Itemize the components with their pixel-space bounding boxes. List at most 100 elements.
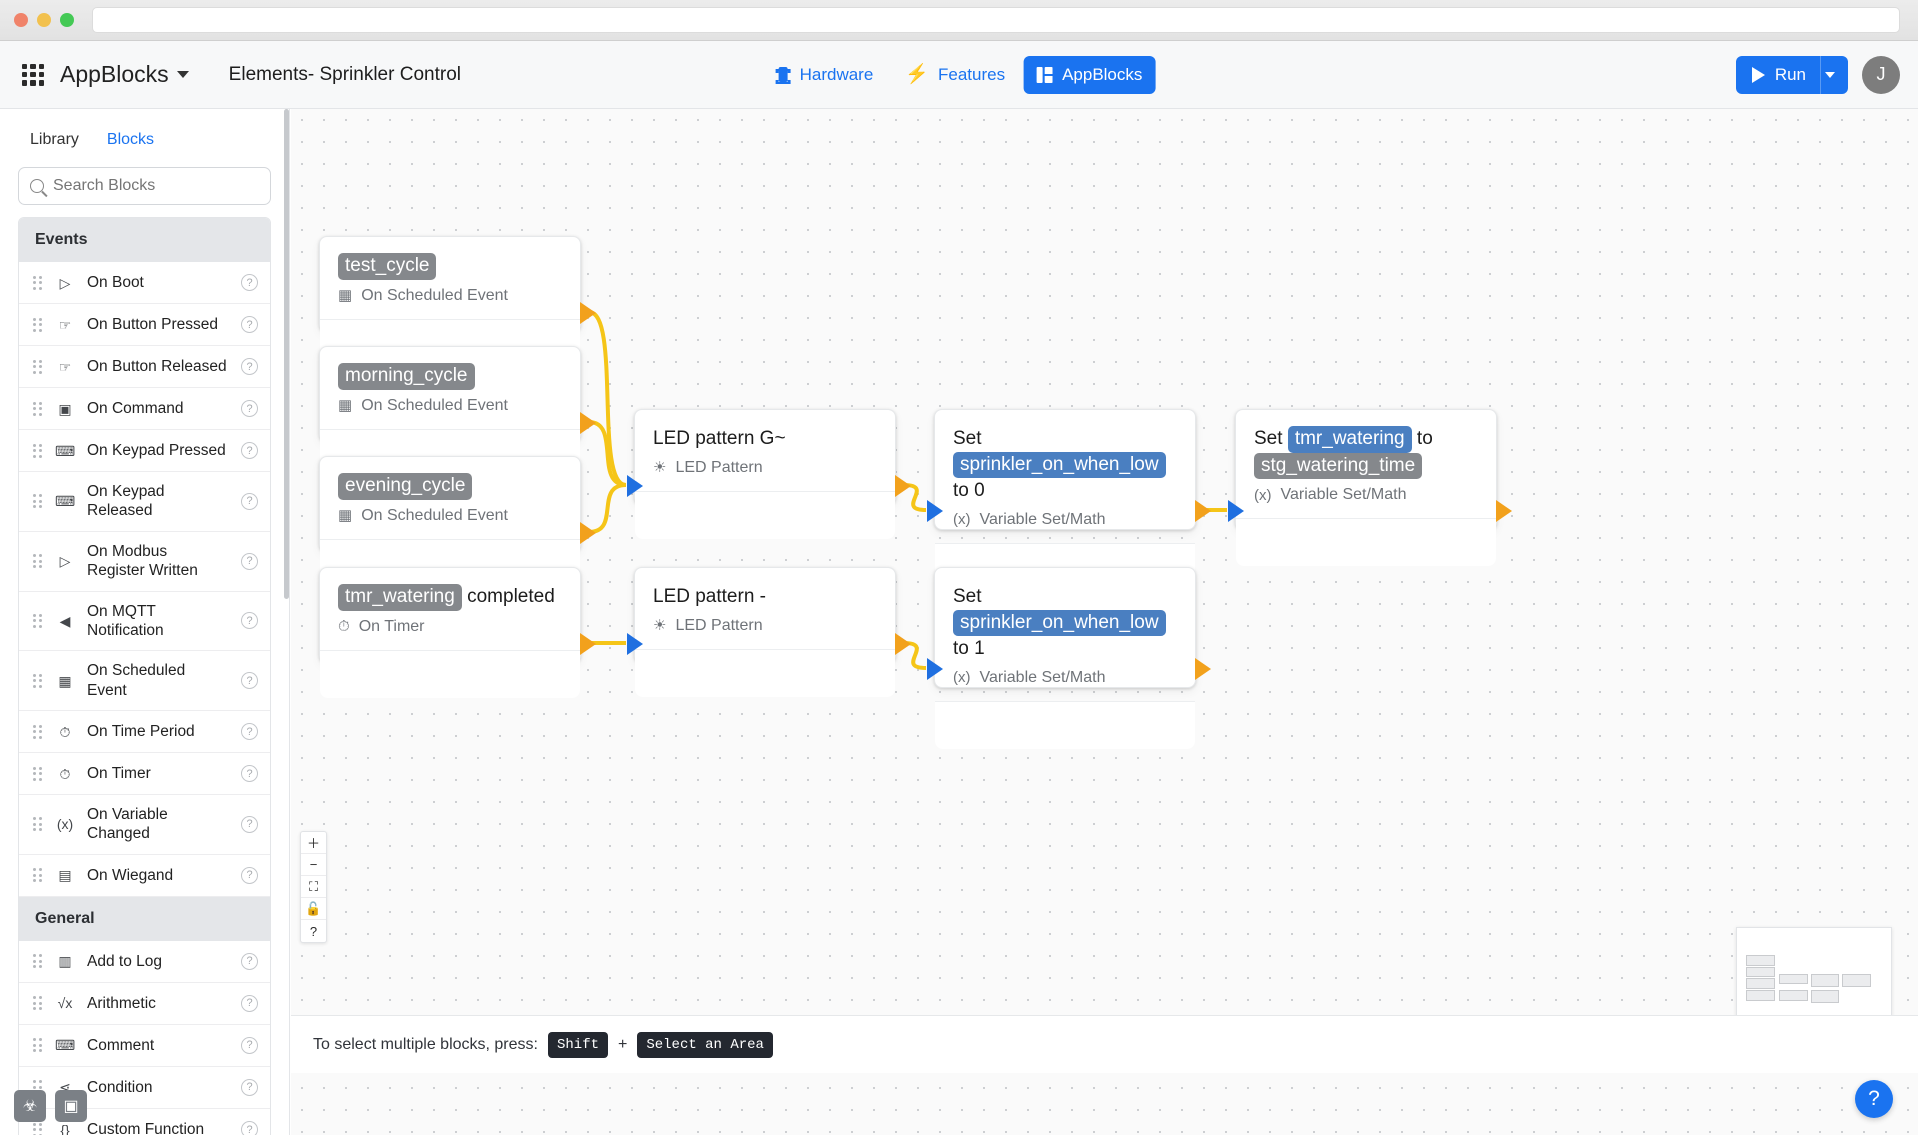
fit-view-button[interactable]: ⛶	[301, 876, 326, 898]
apps-grid-icon[interactable]	[22, 63, 44, 86]
node-output-port[interactable]	[895, 475, 911, 497]
block-node-n8[interactable]: Set sprinkler_on_when_low to 1(x)Variabl…	[927, 567, 1211, 749]
drag-handle-icon[interactable]	[33, 954, 43, 969]
node-output-port[interactable]	[1195, 658, 1211, 680]
close-window-icon[interactable]	[14, 13, 28, 27]
drag-handle-icon[interactable]	[33, 1038, 43, 1053]
drag-handle-icon[interactable]	[33, 359, 43, 374]
drag-handle-icon[interactable]	[33, 401, 43, 416]
block-help-icon[interactable]: ?	[241, 552, 258, 570]
block-help-icon[interactable]: ?	[241, 1121, 258, 1135]
canvas-help-button[interactable]: ?	[309, 923, 318, 939]
drag-handle-icon[interactable]	[33, 494, 43, 509]
search-box[interactable]	[18, 167, 271, 205]
block-help-icon[interactable]: ?	[241, 1036, 258, 1054]
lock-toggle-button[interactable]: 🔓	[301, 898, 326, 920]
library-block-on-mqtt-notification[interactable]: ◀On MQTT Notification?	[19, 591, 270, 652]
block-help-icon[interactable]: ?	[241, 765, 258, 782]
nav-item-features[interactable]: ⚡ Features	[892, 56, 1018, 94]
drag-handle-icon[interactable]	[33, 613, 43, 628]
library-block-on-scheduled-event[interactable]: ▦On Scheduled Event?	[19, 651, 270, 711]
node-input-port[interactable]	[627, 633, 643, 655]
zoom-out-button[interactable]: −	[301, 854, 326, 876]
library-block-on-wiegand[interactable]: ▤On Wiegand?	[19, 854, 270, 897]
block-help-icon[interactable]: ?	[241, 994, 258, 1012]
block-help-icon[interactable]: ?	[241, 1078, 258, 1096]
sidebar-scrollbar[interactable]	[284, 109, 289, 599]
node-output-port[interactable]	[1195, 500, 1211, 522]
library-block-on-timer[interactable]: ⏱On Timer?	[19, 753, 270, 795]
drag-handle-icon[interactable]	[33, 1122, 43, 1135]
block-help-icon[interactable]: ?	[241, 492, 258, 510]
drag-handle-icon[interactable]	[33, 996, 43, 1011]
block-help-icon[interactable]: ?	[241, 672, 258, 690]
block-help-icon[interactable]: ?	[241, 815, 258, 833]
node-input-port[interactable]	[1228, 500, 1244, 522]
node-output-port[interactable]	[1496, 500, 1512, 522]
avatar[interactable]: J	[1862, 55, 1900, 94]
edge-n3-to-n5[interactable]	[588, 483, 627, 534]
device-chip-icon[interactable]: ▣	[55, 1090, 87, 1122]
node-output-port[interactable]	[580, 633, 596, 655]
node-input-port[interactable]	[927, 658, 943, 680]
tab-library[interactable]: Library	[30, 131, 79, 148]
maximize-window-icon[interactable]	[60, 13, 74, 27]
block-node-n6[interactable]: LED pattern -☀LED Pattern	[627, 567, 911, 697]
library-block-on-keypad-released[interactable]: ⌨On Keypad Released?	[19, 472, 270, 532]
nav-item-hardware[interactable]: Hardware	[763, 56, 887, 94]
drag-handle-icon[interactable]	[33, 766, 43, 781]
block-help-icon[interactable]: ?	[241, 274, 258, 291]
drag-handle-icon[interactable]	[33, 724, 43, 739]
library-block-on-command[interactable]: ▣On Command?	[19, 388, 270, 430]
edge-n1-to-n5[interactable]	[588, 310, 627, 487]
drag-handle-icon[interactable]	[33, 443, 43, 458]
block-node-n1[interactable]: test_cycle▦On Scheduled Event	[319, 236, 596, 367]
library-block-on-keypad-pressed[interactable]: ⌨On Keypad Pressed?	[19, 430, 270, 472]
node-output-port[interactable]	[580, 522, 596, 544]
block-node-n9[interactable]: Set tmr_watering to stg_watering_time(x)…	[1228, 409, 1512, 567]
block-help-icon[interactable]: ?	[241, 358, 258, 375]
canvas-minimap[interactable]	[1736, 927, 1892, 1025]
edge-n6-to-n8[interactable]	[903, 641, 927, 670]
search-input[interactable]	[53, 177, 259, 195]
brand-menu[interactable]: AppBlocks	[60, 61, 189, 88]
block-node-n5[interactable]: LED pattern G~☀LED Pattern	[627, 409, 911, 539]
minimize-window-icon[interactable]	[37, 13, 51, 27]
drag-handle-icon[interactable]	[33, 317, 43, 332]
library-block-on-variable-changed[interactable]: (x)On Variable Changed?	[19, 795, 270, 855]
library-block-on-boot[interactable]: ▷On Boot?	[19, 262, 270, 304]
nav-item-appblocks[interactable]: AppBlocks	[1024, 55, 1156, 94]
library-block-add-to-log[interactable]: ▥Add to Log?	[19, 940, 270, 983]
block-help-icon[interactable]: ?	[241, 316, 258, 333]
browser-url-bar[interactable]	[92, 7, 1900, 33]
node-output-port[interactable]	[580, 302, 596, 324]
block-help-icon[interactable]: ?	[241, 442, 258, 459]
block-help-icon[interactable]: ?	[241, 952, 258, 970]
drag-handle-icon[interactable]	[33, 868, 43, 883]
node-input-port[interactable]	[927, 500, 943, 522]
block-help-icon[interactable]: ?	[241, 400, 258, 417]
drag-handle-icon[interactable]	[33, 673, 43, 688]
drag-handle-icon[interactable]	[33, 817, 43, 832]
node-input-port[interactable]	[627, 475, 643, 497]
block-node-n4[interactable]: tmr_watering completed⏱On Timer	[319, 567, 596, 698]
block-help-icon[interactable]: ?	[241, 723, 258, 740]
block-help-icon[interactable]: ?	[241, 612, 258, 630]
drag-handle-icon[interactable]	[33, 554, 43, 569]
node-output-port[interactable]	[580, 412, 596, 434]
node-output-port[interactable]	[895, 633, 911, 655]
block-node-n2[interactable]: morning_cycle▦On Scheduled Event	[319, 346, 596, 477]
run-dropdown-button[interactable]	[1820, 55, 1848, 94]
run-button[interactable]: Run	[1735, 55, 1848, 94]
drag-handle-icon[interactable]	[33, 275, 43, 290]
library-block-on-button-pressed[interactable]: ☞On Button Pressed?	[19, 304, 270, 346]
zoom-in-button[interactable]: ＋	[301, 832, 326, 854]
library-block-on-button-released[interactable]: ☞On Button Released?	[19, 346, 270, 388]
edge-n5-to-n7[interactable]	[903, 483, 927, 512]
library-block-comment[interactable]: ⌨Comment?	[19, 1024, 270, 1067]
edge-n2-to-n5[interactable]	[588, 420, 627, 487]
block-node-n3[interactable]: evening_cycle▦On Scheduled Event	[319, 456, 596, 587]
library-block-on-time-period[interactable]: ⏱On Time Period?	[19, 711, 270, 753]
